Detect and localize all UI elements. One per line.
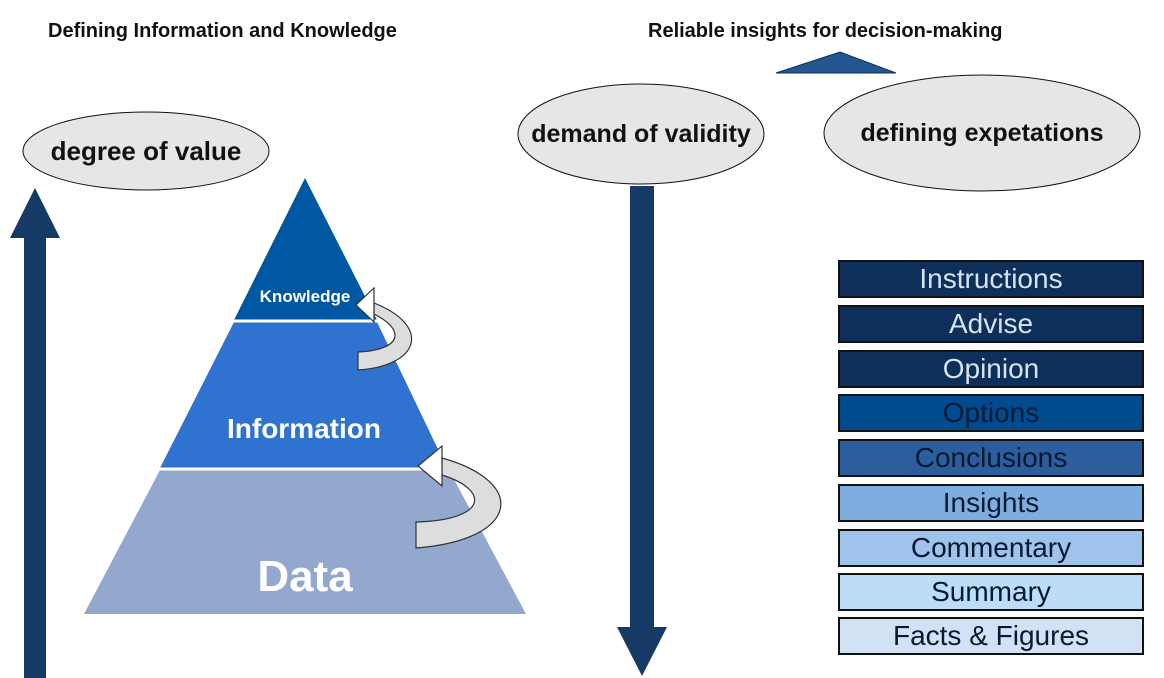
curved-arrow-icon-upper: [355, 286, 413, 371]
right-title: Reliable insights for decision-making: [648, 20, 1003, 42]
pyramid-data-tier: [84, 470, 526, 614]
defining-expectations-ellipse: [823, 74, 1141, 192]
pyramid-information-label: Information: [227, 413, 381, 444]
hierarchy-item-summary: Summary: [838, 573, 1144, 611]
degree-of-value-up-arrow: [10, 188, 60, 678]
hierarchy-item-advise: Advise: [838, 305, 1144, 343]
degree-of-value-label: degree of value: [51, 136, 242, 166]
pyramid-data-label: Data: [257, 552, 353, 601]
hierarchy-item-instructions: Instructions: [838, 260, 1144, 298]
hierarchy-item-options: Options: [838, 394, 1144, 432]
hierarchy-item-opinion: Opinion: [838, 350, 1144, 388]
small-triangle-marker: [775, 51, 897, 74]
hierarchy-item-facts-figures: Facts & Figures: [838, 617, 1144, 655]
defining-expectations-label: defining expetations: [860, 119, 1103, 147]
pyramid-knowledge-label: Knowledge: [260, 287, 351, 306]
pyramid-knowledge-tier: [234, 178, 377, 320]
curved-arrow-icon-lower: [415, 444, 502, 549]
demand-of-validity-label: demand of validity: [531, 120, 751, 148]
hierarchy-item-commentary: Commentary: [838, 529, 1144, 567]
left-title: Defining Information and Knowledge: [48, 20, 397, 42]
hierarchy-item-insights: Insights: [838, 484, 1144, 522]
demand-of-validity-ellipse: [517, 83, 765, 185]
demand-of-validity-down-arrow: [617, 186, 667, 676]
hierarchy-item-conclusions: Conclusions: [838, 439, 1144, 477]
degree-of-value-ellipse: [22, 111, 270, 191]
